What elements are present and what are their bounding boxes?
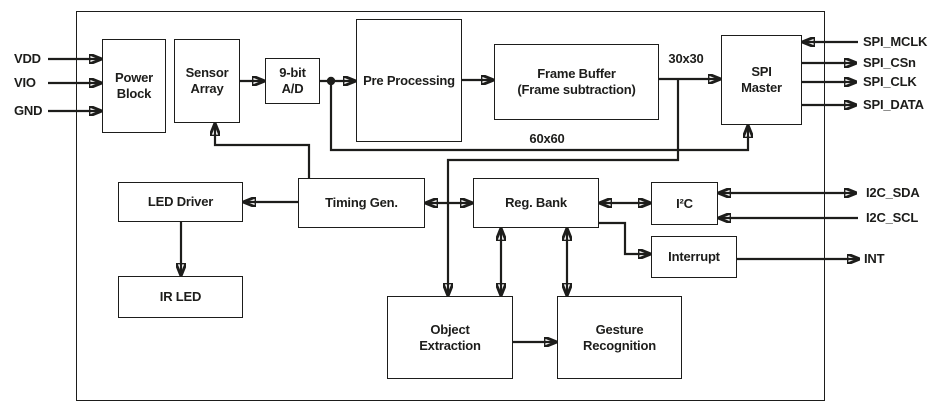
adc-block: 9-bit A/D bbox=[265, 58, 320, 104]
pin-label-gnd: GND bbox=[14, 103, 43, 118]
wire-regbank-to-interrupt bbox=[599, 221, 651, 254]
led-driver-label: LED Driver bbox=[147, 194, 214, 209]
pin-label-vio: VIO bbox=[14, 75, 36, 90]
pin-label-spi-data: SPI_DATA bbox=[863, 97, 924, 112]
sensor-array-label: Sensor Array bbox=[185, 65, 229, 96]
frame-buffer-label: Frame Buffer (Frame subtraction) bbox=[517, 66, 636, 97]
pre-processing-label: Pre Processing bbox=[363, 72, 455, 88]
adc-label: 9-bit A/D bbox=[279, 65, 306, 96]
power-block-label: Power Block bbox=[114, 70, 153, 101]
spi-master-label: SPI Master bbox=[741, 64, 782, 95]
ir-led-block: IR LED bbox=[118, 276, 243, 318]
i2c-block: I²C bbox=[651, 182, 718, 225]
gesture-recognition-block: Gesture Recognition bbox=[557, 296, 682, 379]
reg-bank-label: Reg. Bank bbox=[505, 195, 567, 210]
ir-led-label: IR LED bbox=[159, 289, 202, 304]
spi-master-block: SPI Master bbox=[721, 35, 802, 125]
pin-label-spi-clk: SPI_CLK bbox=[863, 74, 917, 89]
frame-buffer-block: Frame Buffer (Frame subtraction) bbox=[494, 44, 659, 120]
wire-framebuffer-to-object-extraction bbox=[448, 79, 680, 296]
pre-processing-block: Pre Processing bbox=[356, 19, 462, 142]
pin-label-spi-mclk: SPI_MCLK bbox=[863, 34, 928, 49]
i2c-label: I²C bbox=[676, 195, 693, 211]
bus-label-30x30: 30x30 bbox=[668, 51, 704, 66]
interrupt-block: Interrupt bbox=[651, 236, 737, 278]
sensor-array-block: Sensor Array bbox=[174, 39, 240, 123]
pin-label-i2c-sda: I2C_SDA bbox=[866, 185, 920, 200]
interrupt-label: Interrupt bbox=[668, 249, 720, 264]
pin-label-spi-csn: SPI_CSn bbox=[863, 55, 916, 70]
gesture-recognition-label: Gesture Recognition bbox=[583, 321, 656, 353]
bus-label-60x60: 60x60 bbox=[529, 131, 565, 146]
power-block: Power Block bbox=[102, 39, 166, 133]
object-extraction-label: Object Extraction bbox=[419, 321, 481, 353]
pin-label-vdd: VDD bbox=[14, 51, 41, 66]
timing-gen-label: Timing Gen. bbox=[325, 195, 398, 210]
pin-label-int: INT bbox=[864, 251, 885, 266]
pin-label-i2c-scl: I2C_SCL bbox=[866, 210, 919, 225]
wire-adc-to-spi-60x60 bbox=[329, 81, 748, 152]
timing-gen-block: Timing Gen. bbox=[298, 178, 425, 228]
reg-bank-block: Reg. Bank bbox=[473, 178, 599, 228]
led-driver-block: LED Driver bbox=[118, 182, 243, 222]
object-extraction-block: Object Extraction bbox=[387, 296, 513, 379]
wire-timing-to-sensor-array bbox=[215, 123, 311, 178]
